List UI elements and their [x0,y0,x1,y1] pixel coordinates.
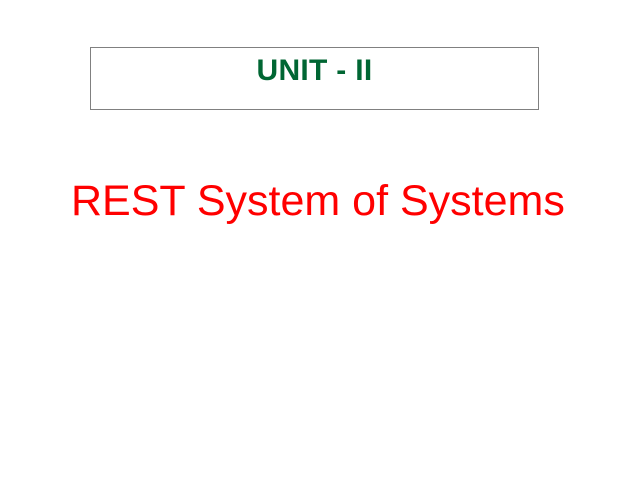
unit-title-text: UNIT - II [256,54,373,87]
slide-body-placeholder [0,240,638,478]
slide-main-heading: REST System of Systems [71,177,565,225]
unit-title-box: UNIT - II [90,47,539,110]
